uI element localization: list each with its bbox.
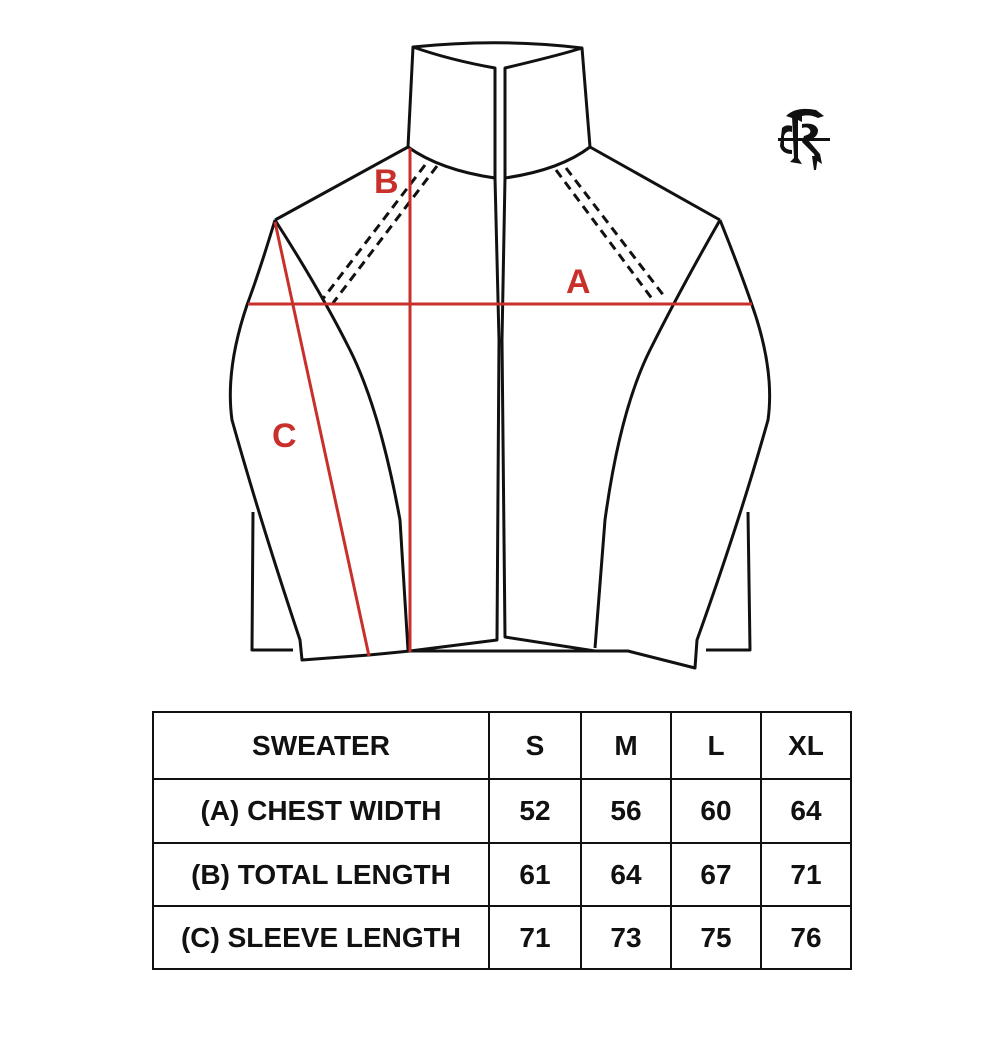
- label-b: B: [374, 163, 399, 201]
- cell-xl: 71: [760, 842, 852, 907]
- cell-s: 52: [488, 778, 582, 844]
- right-side-hem: [706, 511, 752, 652]
- table-row-chest-width: (A) CHEST WIDTH 52 56 60 64: [152, 778, 852, 844]
- cell-l: 67: [670, 842, 762, 907]
- header-size-l: L: [670, 711, 762, 780]
- header-size-s: S: [488, 711, 582, 780]
- collar: [412, 41, 592, 180]
- gothic-monogram-icon: [778, 108, 830, 170]
- cell-s: 61: [488, 842, 582, 907]
- table-header-row: SWEATER S M L XL: [152, 711, 852, 780]
- label-c: C: [272, 417, 297, 455]
- right-raglan: [593, 219, 722, 649]
- size-chart-table: SWEATER S M L XL (A) CHEST WIDTH 52 56 6…: [152, 711, 852, 970]
- cell-m: 73: [580, 905, 672, 970]
- cell-xl: 64: [760, 778, 852, 844]
- table-row-sleeve-length: (C) SLEEVE LENGTH 71 73 75 76: [152, 905, 852, 970]
- left-sleeve-outer: [228, 219, 411, 662]
- row-label: (B) TOTAL LENGTH: [152, 842, 490, 907]
- row-label: (A) CHEST WIDTH: [152, 778, 490, 844]
- sweater-flat-sketch: A B C: [228, 41, 772, 670]
- left-side-hem: [250, 511, 293, 652]
- cell-s: 71: [488, 905, 582, 970]
- right-shoulder: [589, 145, 721, 222]
- front-placket: [409, 177, 597, 653]
- table-row-total-length: (B) TOTAL LENGTH 61 64 67 71: [152, 842, 852, 907]
- cell-m: 64: [580, 842, 672, 907]
- cell-l: 75: [670, 905, 762, 970]
- header-size-m: M: [580, 711, 672, 780]
- label-a: A: [566, 263, 591, 301]
- row-label: (C) SLEEVE LENGTH: [152, 905, 490, 970]
- header-garment: SWEATER: [152, 711, 490, 780]
- cell-l: 60: [670, 778, 762, 844]
- header-size-xl: XL: [760, 711, 852, 780]
- measure-c-sleeve: [273, 221, 371, 657]
- left-shoulder: [274, 145, 409, 222]
- cell-xl: 76: [760, 905, 852, 970]
- left-raglan: [273, 219, 410, 651]
- right-sleeve-outer: [575, 219, 772, 670]
- cell-m: 56: [580, 778, 672, 844]
